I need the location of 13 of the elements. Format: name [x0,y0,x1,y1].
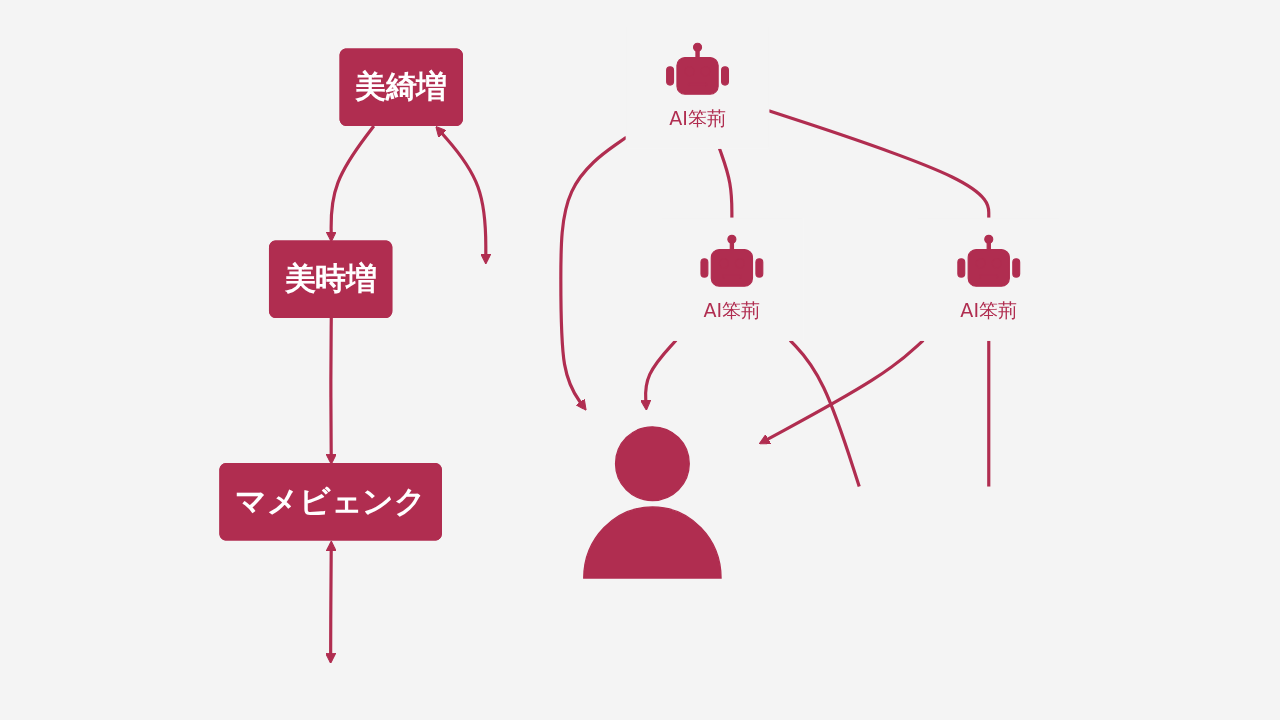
node-text: AI笨荊 [960,298,1018,322]
arrow [435,125,492,265]
node-text: AI笨荊 [703,298,761,322]
arrow [325,540,337,664]
node-text: AI笨荊 [669,106,726,130]
connector-line [987,340,991,487]
connector-line [788,339,861,488]
arrow [325,125,376,243]
connector-line [717,147,734,219]
connector-line [768,109,991,219]
arrow [325,318,337,465]
arrow [640,339,678,411]
arrow [758,339,925,445]
